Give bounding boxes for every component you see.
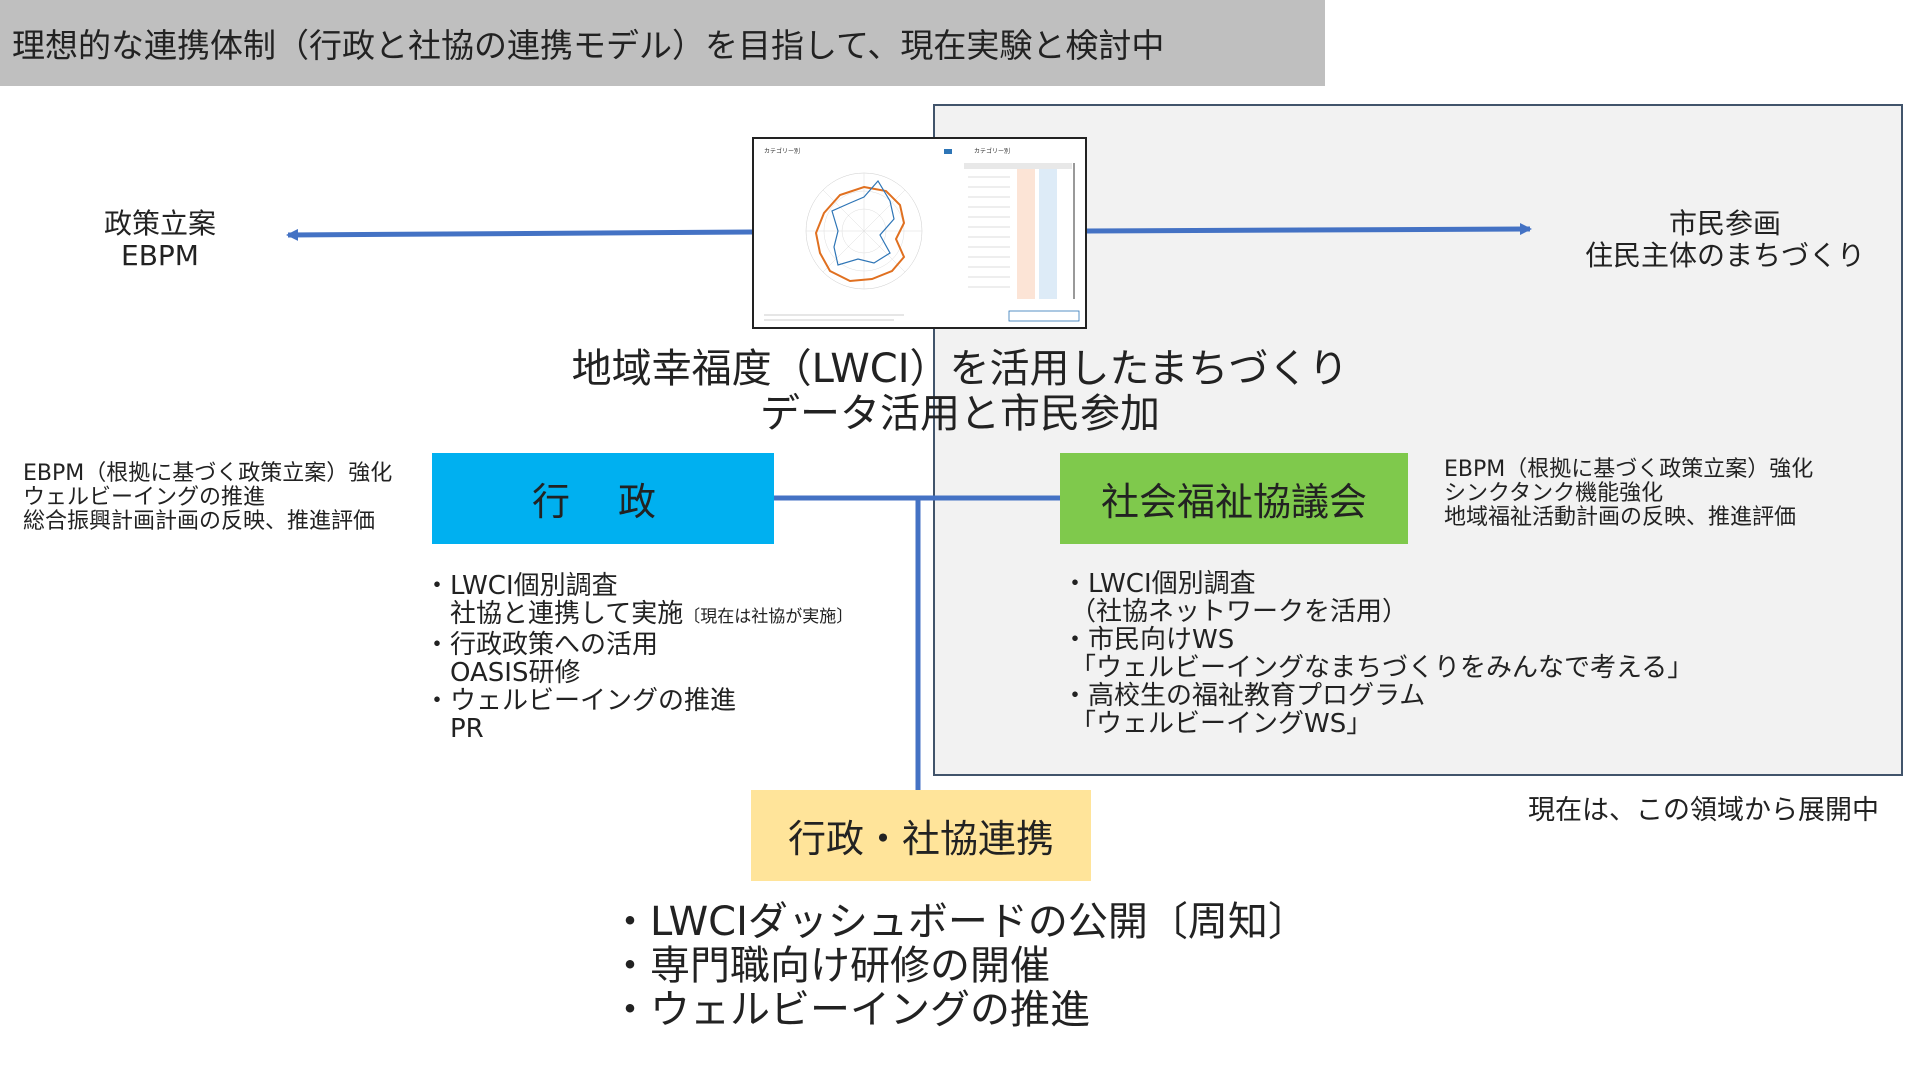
list-item-note: 〔現在は社協が実施〕 xyxy=(683,607,854,627)
list-item: PR xyxy=(424,714,484,744)
citizen-label-line2: 住民主体のまちづくり xyxy=(1585,239,1866,272)
main-heading: 地域幸福度（LWCI）を活用したまちづくり データ活用と市民参加 xyxy=(560,347,1360,437)
citizen-label-line1: 市民参画 xyxy=(1668,207,1781,240)
government-description-line: 総合振興計画計画の反映、推進評価 xyxy=(23,509,376,534)
list-item: ・市民向けWS xyxy=(1062,625,1235,655)
page-title: 理想的な連携体制（行政と社協の連携モデル）を目指して、現在実験と検討中 xyxy=(0,0,1325,86)
collaboration-activities: ・LWCIダッシュボードの公開〔周知〕 ・専門職向け研修の開催 ・ウェルビーイン… xyxy=(610,900,1308,1032)
list-item: ・LWCI個別調査 xyxy=(1062,569,1256,599)
right-panel-title: カテゴリー別 xyxy=(974,147,1010,155)
list-item: ・LWCI個別調査 xyxy=(424,571,618,601)
shakyo-activities: ・LWCI個別調査 （社協ネットワークを活用） ・市民向けWS 「ウェルビーイン… xyxy=(1062,570,1693,738)
shakyo-box: 社会福祉協議会 xyxy=(1060,453,1408,544)
arrow-to-citizen xyxy=(1086,223,1532,236)
list-item: （社協ネットワークを活用） xyxy=(1070,597,1409,627)
shakyo-description: EBPM（根拠に基づく政策立案）強化 シンクタンク機能強化 地域福祉活動計画の反… xyxy=(1444,458,1813,530)
main-heading-line1: 地域幸福度（LWCI）を活用したまちづくり xyxy=(571,346,1349,392)
list-item: OASIS研修 xyxy=(424,658,581,688)
list-item: 社協と連携して実施〔現在は社協が実施〕 xyxy=(424,600,853,631)
policy-label-line1: 政策立案 xyxy=(103,207,216,240)
list-item: ・LWCIダッシュボードの公開〔周知〕 xyxy=(610,899,1308,945)
shakyo-description-line: EBPM（根拠に基づく政策立案）強化 xyxy=(1444,457,1814,482)
shakyo-description-line: シンクタンク機能強化 xyxy=(1444,481,1664,506)
list-item: ・ウェルビーイングの推進 xyxy=(424,686,737,716)
government-description-line: EBPM（根拠に基づく政策立案）強化 xyxy=(23,461,393,486)
lwci-dashboard-thumbnail: カテゴリー別 カテゴリー別 xyxy=(752,137,1087,329)
policy-label-line2: EBPM xyxy=(121,239,199,272)
arrow-to-policy xyxy=(286,228,753,241)
dashboard-thumbnail-graphic: カテゴリー別 カテゴリー別 xyxy=(764,147,1080,322)
policy-label: 政策立案 EBPM xyxy=(95,208,225,272)
list-item: ・ウェルビーイングの推進 xyxy=(610,987,1090,1033)
list-item: ・専門職向け研修の開催 xyxy=(610,943,1050,989)
collaboration-box: 行政・社協連携 xyxy=(751,790,1091,881)
left-panel-title: カテゴリー別 xyxy=(764,147,800,155)
government-activities: ・LWCI個別調査 社協と連携して実施〔現在は社協が実施〕 ・行政政策への活用 … xyxy=(424,572,853,743)
government-description: EBPM（根拠に基づく政策立案）強化 ウェルビーイングの推進 総合振興計画計画の… xyxy=(23,462,392,534)
list-item: 「ウェルビーイングWS」 xyxy=(1070,709,1373,739)
main-heading-line2: データ活用と市民参加 xyxy=(760,391,1160,437)
score-table-graphic xyxy=(964,163,1075,299)
shakyo-description-line: 地域福祉活動計画の反映、推進評価 xyxy=(1444,505,1797,530)
citizen-label: 市民参画 住民主体のまちづくり xyxy=(1585,208,1865,272)
radar-chart-graphic xyxy=(805,172,923,290)
government-description-line: ウェルビーイングの推進 xyxy=(23,485,266,510)
list-item-text: 社協と連携して実施 xyxy=(424,599,684,629)
list-item: ・行政政策への活用 xyxy=(424,630,659,660)
government-box: 行 政 xyxy=(432,453,774,544)
list-item: ・高校生の福祉教育プログラム xyxy=(1062,681,1426,711)
region-caption: 現在は、この領域から展開中 xyxy=(1528,795,1879,826)
current-focus-region xyxy=(933,104,1903,776)
list-item: 「ウェルビーイングなまちづくりをみんなで考える」 xyxy=(1070,653,1694,683)
